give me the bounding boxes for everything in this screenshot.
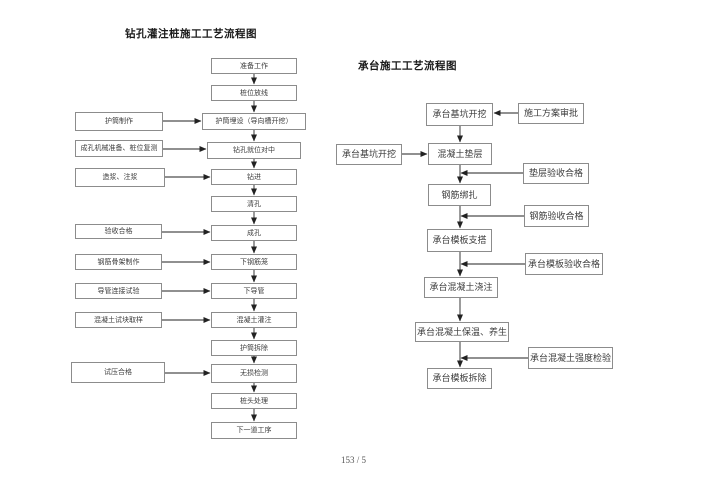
flow-side-machine-prep: 成孔机械准备、桩位复测	[75, 140, 163, 157]
flow-side-test-block: 混凝土试块取样	[75, 312, 162, 328]
flow-side-acceptance: 验收合格	[75, 224, 162, 239]
flow-side-cushion-accept: 垫层验收合格	[523, 163, 589, 184]
page-number: 153 / 5	[340, 455, 366, 465]
flow-step-hole-cleaning: 清孔	[211, 196, 297, 212]
flow-step-hole-formed: 成孔	[211, 225, 297, 241]
flow-step-concrete-pour: 混凝土灌注	[211, 312, 297, 328]
left-chart-title: 钻孔灌注桩施工工艺流程图	[125, 29, 257, 40]
flow-step-cushion-layer: 混凝土垫层	[428, 143, 492, 165]
right-chart-title: 承台施工工艺流程图	[358, 61, 457, 72]
flow-step-ndt: 无损检测	[211, 364, 297, 383]
flow-step-preparation: 准备工作	[211, 58, 297, 74]
flow-step-cap-concrete-pour: 承台混凝土浇注	[424, 277, 498, 298]
flow-step-lower-cage: 下钢筋笼	[211, 254, 297, 270]
flow-side-casing-making: 护筒制作	[75, 112, 163, 131]
flow-side-formwork-accept: 承台模板验收合格	[525, 253, 603, 275]
flow-step-drilling: 钻进	[211, 169, 297, 185]
flow-step-next-process: 下一道工序	[211, 422, 297, 439]
flow-step-lower-tremie: 下导管	[211, 283, 297, 299]
flow-step-pit-excavation: 承台基坑开挖	[426, 103, 493, 126]
flow-step-pile-head: 桩头处理	[211, 393, 297, 409]
flow-step-rig-centering: 钻孔就位对中	[207, 142, 301, 159]
flow-left-pit-excavation: 承台基坑开挖	[336, 144, 402, 165]
flow-step-casing-embed: 护筒埋设（导向槽开挖）	[202, 113, 306, 130]
flow-side-cage-making: 钢筋骨架制作	[75, 254, 162, 270]
flow-step-formwork-erect: 承台模板支搭	[427, 229, 492, 252]
flow-side-pressure-pass: 试压合格	[71, 362, 165, 383]
flow-side-rebar-accept: 钢筋验收合格	[524, 205, 589, 227]
flow-step-formwork-removal: 承台模板拆除	[427, 368, 492, 389]
flow-side-strength-test: 承台混凝土强度检验	[528, 347, 613, 369]
flow-step-rebar-tying: 钢筋绑扎	[428, 184, 491, 206]
flow-side-slurry: 造浆、注浆	[75, 168, 165, 187]
flow-step-casing-removal: 护筒拆除	[211, 340, 297, 356]
flow-step-curing: 承台混凝土保温、养生	[415, 322, 509, 342]
flow-side-tremie-test: 导管连接试验	[75, 283, 162, 299]
flow-side-plan-approval: 施工方案审批	[518, 103, 584, 124]
flow-step-pile-layout: 桩位放线	[211, 85, 297, 101]
